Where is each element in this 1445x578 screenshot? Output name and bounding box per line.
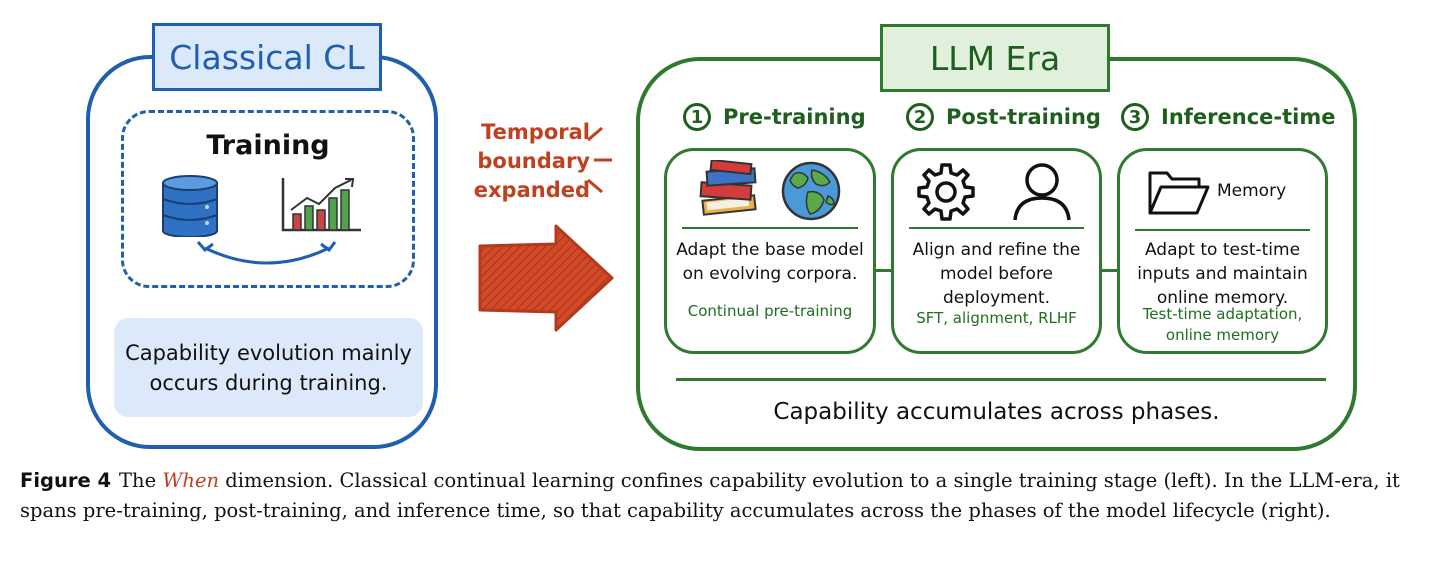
training-label: Training: [206, 130, 330, 161]
phase-number-1: 1: [683, 103, 711, 131]
classical-cl-title: Classical CL: [152, 23, 382, 91]
figure-caption: Figure 4 The When dimension. Classical co…: [20, 466, 1425, 526]
card-divider-posttraining: [909, 227, 1084, 229]
note-inference: Test-time adaptation, online memory: [1142, 305, 1303, 344]
card-divider-pretraining: [682, 227, 858, 229]
training-box: [121, 110, 415, 288]
phase-header-pretraining: 1 Pre-training: [683, 101, 866, 133]
gear-icon: [917, 163, 975, 221]
figure-label: Figure 4: [20, 469, 112, 492]
capability-box: Capability evolution mainly occurs durin…: [114, 318, 423, 417]
phase-number-2: 2: [906, 103, 934, 131]
caption-emphasis: When: [162, 469, 220, 492]
cycle-arrow-icon: [196, 241, 337, 265]
phase-header-inference: 3 Inference-time: [1121, 101, 1335, 133]
big-arrow-icon: [478, 224, 614, 332]
card-inference: [1117, 148, 1328, 354]
note-pretraining: Continual pre-training: [687, 302, 853, 320]
database-icon: [162, 175, 218, 237]
desc-posttraining: Align and refine the model before deploy…: [912, 240, 1081, 308]
phase-label-posttraining: Post-training: [946, 105, 1101, 129]
user-icon: [1013, 163, 1071, 221]
connector-1-2: [876, 269, 891, 272]
globe-icon: [781, 161, 841, 221]
llm-era-title: LLM Era: [880, 24, 1110, 92]
temporal-line-3: expanded: [473, 178, 590, 202]
bottom-divider: [676, 378, 1326, 381]
phase-label-inference: Inference-time: [1161, 105, 1336, 129]
temporal-line-1: Temporal: [481, 120, 590, 144]
card-posttraining: [891, 148, 1102, 354]
card-pretraining: [664, 148, 876, 354]
books-icon: [699, 160, 757, 216]
accumulation-text: Capability accumulates across phases.: [773, 399, 1220, 425]
memory-label: Memory: [1217, 181, 1287, 201]
note-posttraining: SFT, alignment, RLHF: [916, 309, 1077, 327]
phase-header-posttraining: 2 Post-training: [906, 101, 1101, 133]
caption-pre: The: [119, 469, 163, 492]
desc-inference: Adapt to test-time inputs and maintain o…: [1137, 240, 1308, 308]
expansion-marks-icon: [587, 126, 612, 194]
connector-2-3: [1102, 269, 1117, 272]
phase-number-3: 3: [1121, 103, 1149, 131]
phase-label-pretraining: Pre-training: [723, 105, 866, 129]
card-divider-inference: [1135, 229, 1310, 231]
temporal-boundary-label: Temporal boundary expanded: [470, 118, 590, 205]
folder-icon: [1148, 171, 1210, 215]
caption-body: dimension. Classical continual learning …: [20, 469, 1400, 522]
bar-chart-icon: [281, 178, 361, 232]
temporal-line-2: boundary: [477, 149, 590, 173]
desc-pretraining: Adapt the base model on evolving corpora…: [676, 240, 864, 284]
